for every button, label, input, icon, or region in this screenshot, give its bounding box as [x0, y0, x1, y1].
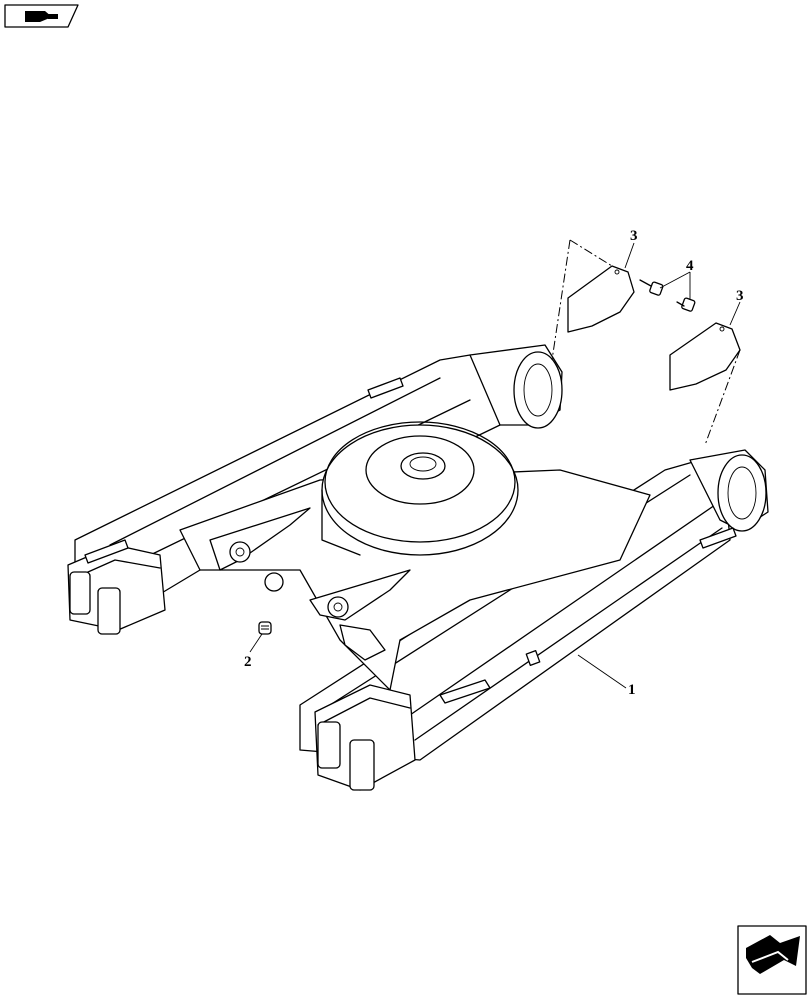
- cover-plate-lower: [669, 322, 741, 391]
- callout-1: 1: [628, 682, 636, 698]
- callout-3-upper: 3: [630, 228, 638, 244]
- next-page-arrow-icon[interactable]: [737, 925, 807, 995]
- callout-4: 4: [686, 258, 694, 274]
- callout-2: 2: [244, 654, 252, 670]
- cover-plate-upper: [567, 265, 635, 333]
- bolt-pair: [639, 279, 696, 312]
- grease-nipple: [258, 621, 272, 635]
- leader-lines: [249, 242, 741, 689]
- assembly-lines: [551, 239, 741, 446]
- undercarriage-frame: [67, 344, 769, 791]
- callout-3-lower: 3: [736, 288, 744, 304]
- book-hand-icon[interactable]: [4, 4, 79, 28]
